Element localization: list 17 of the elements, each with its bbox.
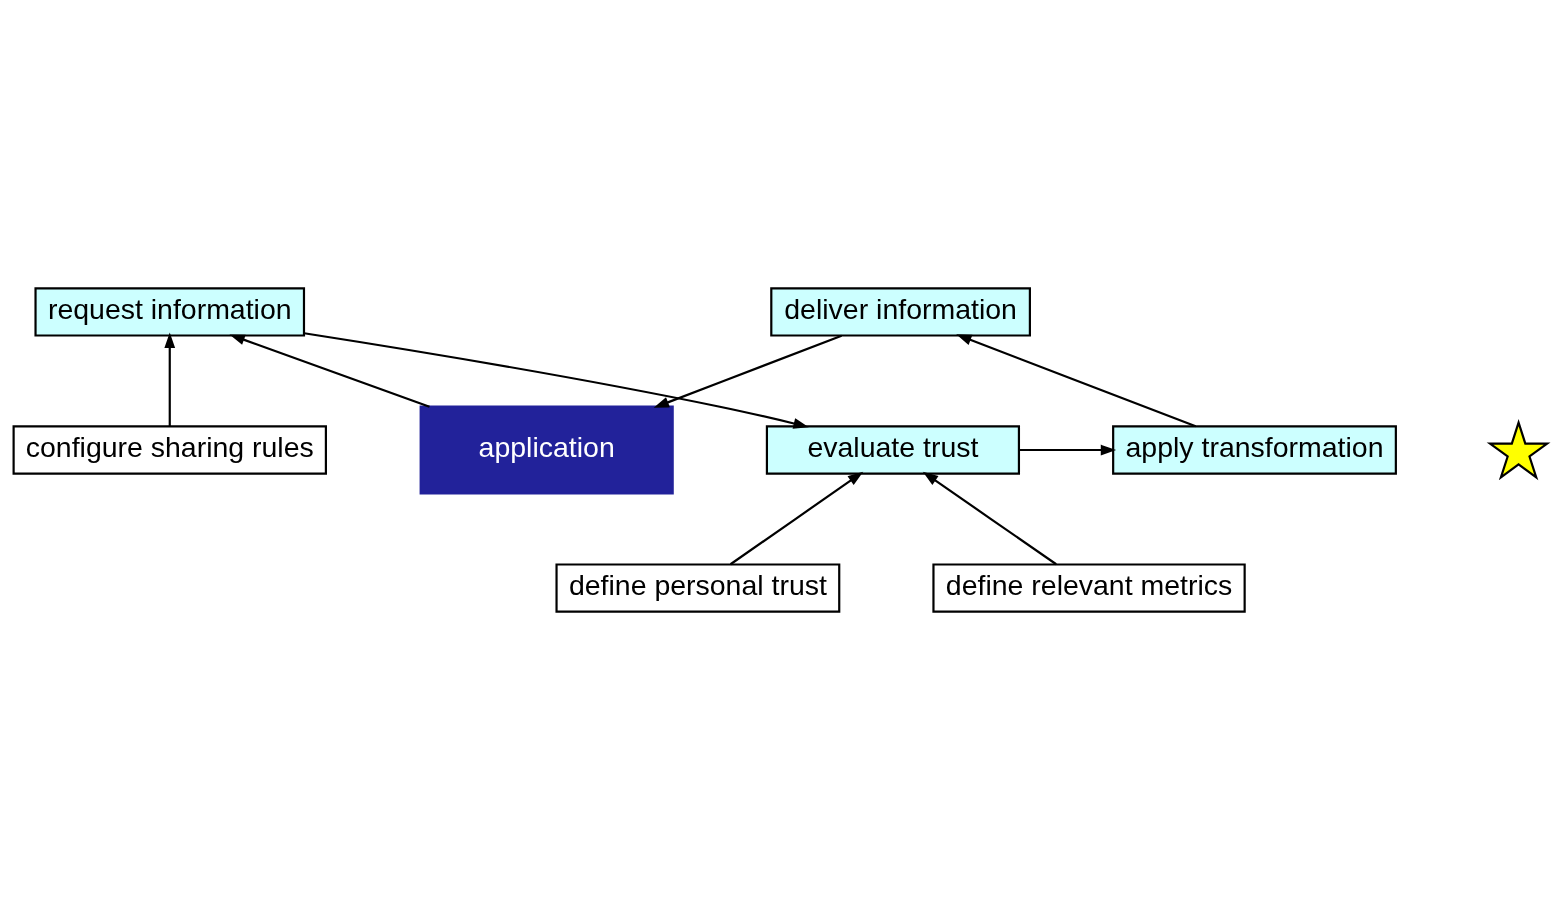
node-box: configure sharing rules: [12, 424, 327, 475]
arrow: [653, 334, 842, 408]
arrow: [303, 331, 809, 429]
node-star: [1486, 418, 1550, 480]
arrow: [163, 332, 175, 426]
arrow: [955, 333, 1196, 427]
arrow: [729, 471, 863, 565]
node-box: application: [419, 405, 674, 494]
node-box: request information: [33, 286, 305, 337]
node-box: apply transformation: [1111, 424, 1397, 475]
node-box: define personal trust: [554, 562, 840, 613]
node-box: deliver information: [769, 286, 1031, 337]
arrow: [1018, 444, 1116, 455]
node-box: define relevant metrics: [931, 562, 1246, 613]
arrow: [922, 471, 1057, 565]
arrow: [228, 334, 430, 408]
node-box: evaluate trust: [765, 424, 1020, 475]
